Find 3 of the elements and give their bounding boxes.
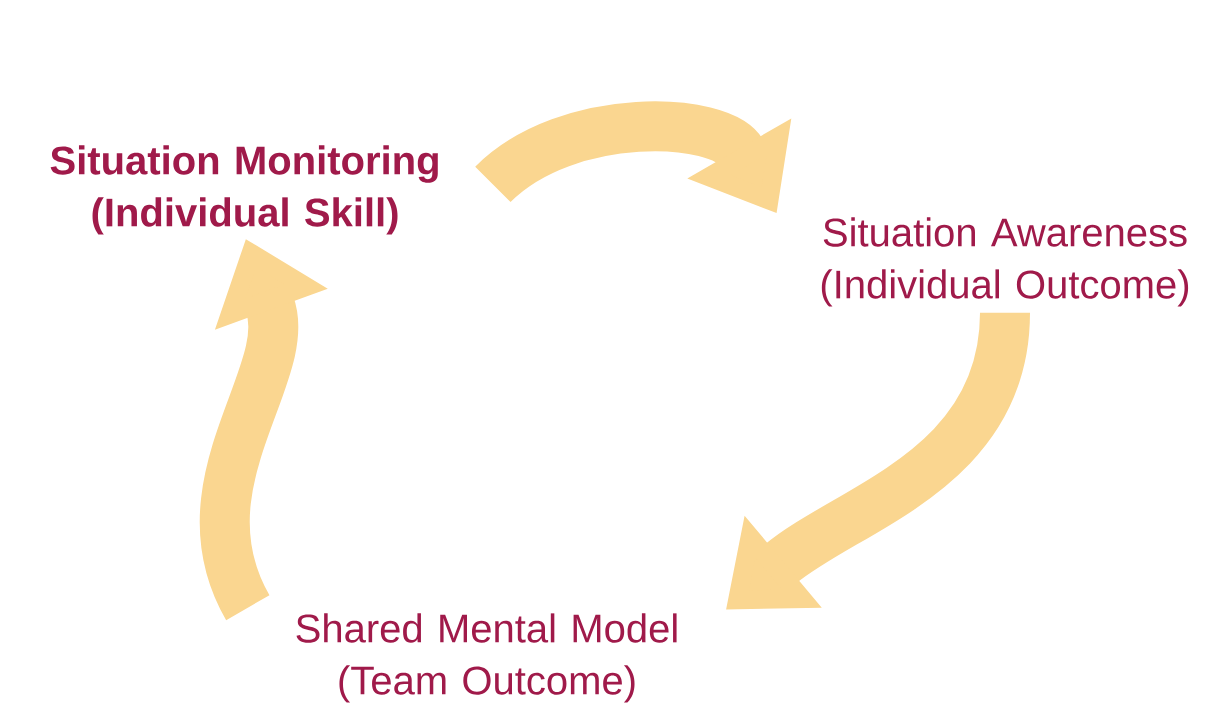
cycle-label: Shared Mental Model (Team Outcome) (296, 613, 677, 703)
cycle-label: Situation Monitoring (Individual Skill) (50, 145, 438, 235)
cycle-label: Situation Awareness (Individual Outcome) (821, 217, 1189, 307)
